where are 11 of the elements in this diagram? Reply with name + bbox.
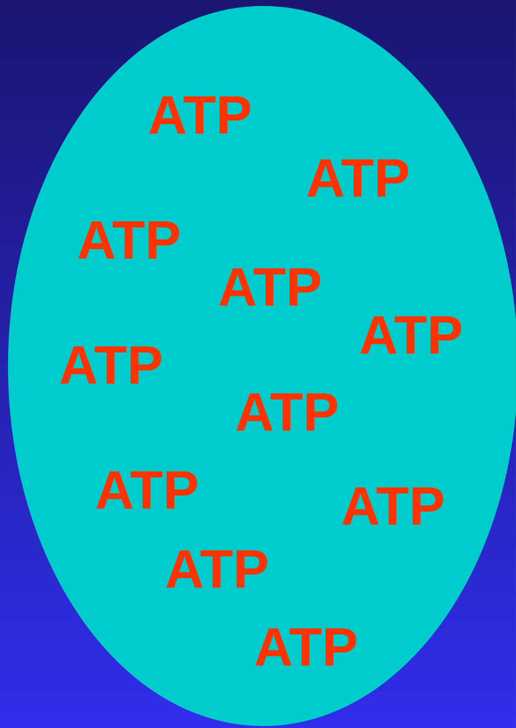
- atp-label: ATP: [149, 96, 250, 134]
- atp-label: ATP: [342, 487, 444, 525]
- atp-label: ATP: [166, 550, 268, 588]
- atp-label: ATP: [96, 471, 198, 509]
- atp-label: ATP: [307, 159, 408, 197]
- atp-label: ATP: [78, 221, 180, 259]
- atp-label: ATP: [60, 346, 162, 384]
- atp-label: ATP: [255, 628, 356, 666]
- atp-label: ATP: [219, 268, 320, 306]
- atp-label: ATP: [236, 393, 338, 431]
- atp-label: ATP: [360, 316, 462, 354]
